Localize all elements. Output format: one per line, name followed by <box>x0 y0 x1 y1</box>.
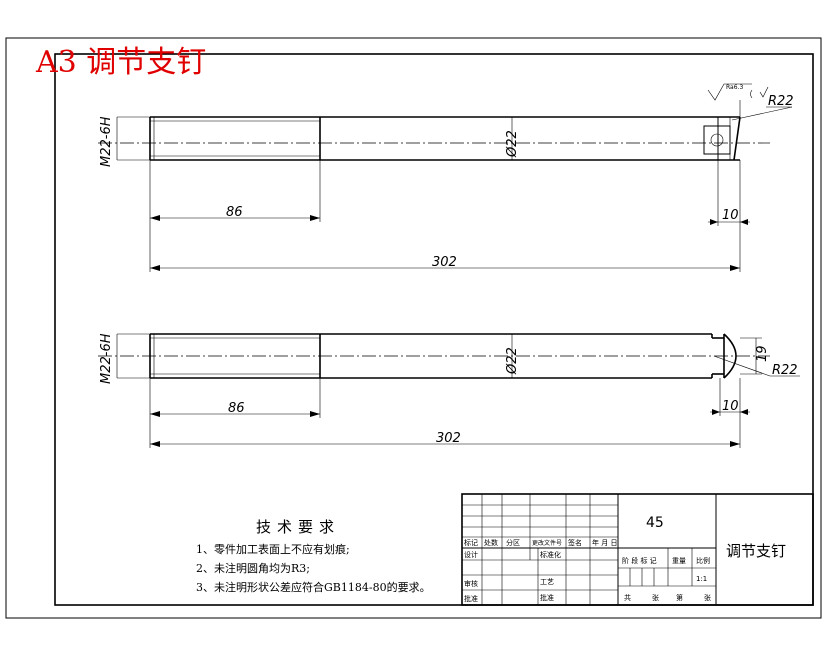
label-count: 处数 <box>484 538 498 547</box>
label-approve: 批准 <box>464 594 478 603</box>
tech-notes-title: 技术要求 <box>256 518 340 536</box>
roughness-icon <box>707 83 752 101</box>
bottom-thread-length: 86 <box>228 401 245 416</box>
label-weight: 重量 <box>672 557 686 565</box>
label-page: 第 <box>676 593 683 602</box>
top-radius-label: R22 <box>768 94 794 109</box>
label-sheet-2: 张 <box>704 593 711 602</box>
label-approve-2: 批准 <box>540 593 554 602</box>
label-change-doc: 更改文件号 <box>532 539 562 547</box>
label-date: 年 月 日 <box>592 538 617 547</box>
cross-hole <box>703 125 731 155</box>
roughness-value: Ra6.3 <box>726 84 743 91</box>
bottom-flat-width: 19 <box>755 345 770 362</box>
top-thread-label: M22-6H <box>99 116 114 167</box>
label-review: 审核 <box>464 579 478 588</box>
top-view: M22-6H Ø22 86 302 10 R22 Ra6.3 <box>98 83 794 272</box>
bottom-end-length: 10 <box>722 399 739 414</box>
label-standardize: 标准化 <box>540 550 561 559</box>
bottom-total-length: 302 <box>436 431 461 446</box>
top-diameter-label: Ø22 <box>505 130 520 158</box>
part-name: 调节支钉 <box>726 542 786 560</box>
sheet-title: A3 调节支钉 <box>35 45 206 80</box>
material: 45 <box>646 515 664 531</box>
top-thread-length: 86 <box>226 205 243 220</box>
scale-value: 1:1 <box>696 575 707 583</box>
outer-border <box>5 37 822 619</box>
label-ratio: 比例 <box>696 556 710 565</box>
label-sheet: 张 <box>652 593 659 602</box>
label-total: 共 <box>624 593 631 602</box>
label-sign: 签名 <box>568 538 582 547</box>
bottom-diameter-label: Ø22 <box>505 347 520 375</box>
label-design: 设计 <box>464 550 478 559</box>
bottom-radius-label: R22 <box>772 363 798 378</box>
tech-note-3: 3、未注明形状公差应符合GB1184-80的要求。 <box>196 580 431 594</box>
label-craft: 工艺 <box>540 578 554 586</box>
rounded-end <box>723 333 737 379</box>
bottom-view: M22-6H Ø22 86 302 10 19 R22 <box>98 333 800 448</box>
top-total-length: 302 <box>432 255 457 270</box>
tech-notes: 技术要求 1、零件加工表面上不应有划痕; 2、未注明圆角均为R3; 3、未注明形… <box>196 518 431 594</box>
title-block: 标记 处数 分区 更改文件号 签名 年 月 日 设计 标准化 审核 工艺 批准 … <box>461 493 814 606</box>
label-mark: 标记 <box>464 538 478 547</box>
label-stage: 阶 段 标 记 <box>622 556 657 565</box>
top-end-length: 10 <box>722 208 739 223</box>
tech-note-2: 2、未注明圆角均为R3; <box>196 561 310 575</box>
bottom-thread-label: M22-6H <box>99 333 114 384</box>
label-zone: 分区 <box>506 538 520 547</box>
tech-note-1: 1、零件加工表面上不应有划痕; <box>196 542 350 556</box>
inner-border <box>54 53 814 606</box>
